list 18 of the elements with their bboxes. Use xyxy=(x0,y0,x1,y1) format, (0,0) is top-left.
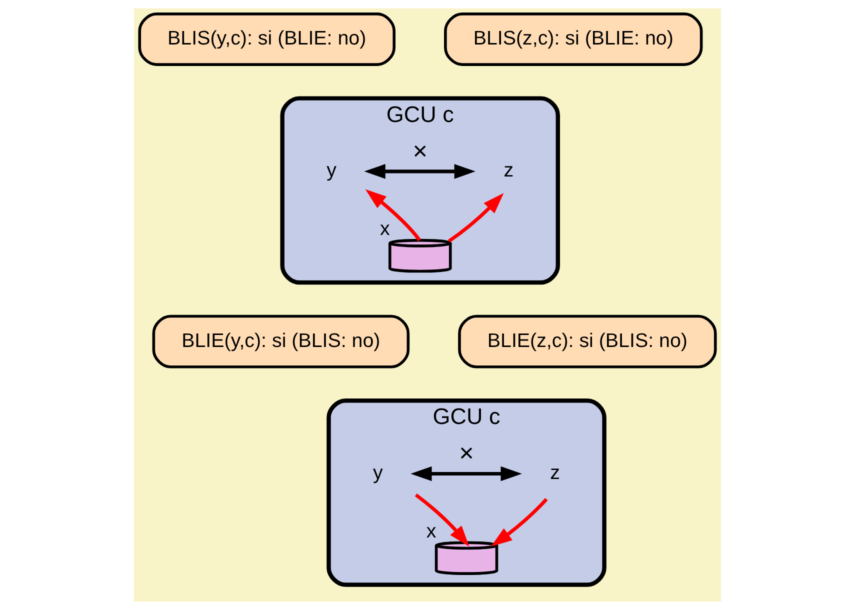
edge-label: × xyxy=(412,137,428,166)
node-box: BLIE(y,c): si (BLIS: no) xyxy=(152,314,410,368)
node-text: z xyxy=(550,462,560,484)
node-text: z xyxy=(504,160,514,182)
arrow xyxy=(491,498,548,547)
node-text: y xyxy=(373,462,383,484)
arrow xyxy=(448,193,504,243)
edge-label: × xyxy=(459,440,474,468)
node-text: y xyxy=(326,160,336,182)
node-box: BLIS(y,c): si (BLIE: no) xyxy=(138,12,396,66)
node-box: BLIS(z,c): si (BLIE: no) xyxy=(444,12,703,66)
arrow xyxy=(364,164,476,179)
node-label: x xyxy=(380,218,390,240)
arrow xyxy=(365,189,421,242)
arrow xyxy=(414,493,470,547)
node-box: BLIE(z,c): si (BLIS: no) xyxy=(458,314,717,368)
arrow xyxy=(410,466,522,482)
node-label: x xyxy=(426,520,436,542)
